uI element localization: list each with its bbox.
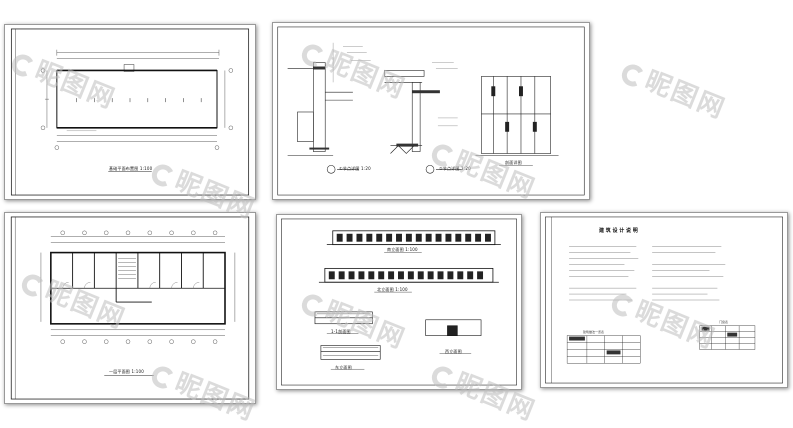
watermark: 昵图网: [617, 51, 732, 126]
sheet-details[interactable]: ①节点详图 1:20 ②节点详图 1:20 剖面详图: [272, 22, 590, 200]
elevation-a-caption: 南立面图 1:100: [387, 247, 418, 252]
elevation-d-caption: 东立面图: [335, 365, 352, 370]
detail-b-caption: ②节点详图 1:20: [439, 166, 471, 171]
foundation-plan-caption: 基础平面布置图 1:100: [109, 166, 153, 171]
table-a-title: 建筑做法一览表: [583, 330, 605, 334]
elevations-drawing: [281, 218, 517, 386]
details-drawing: [277, 26, 585, 196]
detail-a-caption: ①节点详图 1:20: [339, 166, 371, 171]
elevation-e-caption: 西立面图: [445, 349, 462, 354]
design-notes-drawing: [545, 216, 783, 384]
floor-plan-caption: 一层平面图 1:100: [109, 369, 144, 374]
watermark-text: 昵图网: [640, 65, 730, 126]
floor-plan-drawing: [10, 216, 250, 400]
elevation-c-caption: 1-1剖面图: [331, 329, 351, 334]
sheet-design-notes[interactable]: 建 筑 设 计 说 明 建筑做法一览表 门窗表: [540, 212, 788, 388]
sheet-elevations[interactable]: 南立面图 1:100 北立面图 1:100 1-1剖面图 东立面图 西立面图: [276, 214, 522, 390]
sheet-floor-plan[interactable]: 一层平面图 1:100: [4, 212, 256, 404]
foundation-plan-drawing: [10, 28, 250, 196]
table-b-title: 门窗表: [719, 320, 729, 324]
sheet-foundation-plan[interactable]: 基础平面布置图 1:100: [4, 24, 256, 200]
design-notes-title: 建 筑 设 计 说 明: [599, 228, 638, 234]
watermark-logo-icon: [618, 60, 648, 90]
detail-c-caption: 剖面详图: [505, 160, 522, 165]
elevation-b-caption: 北立面图 1:100: [377, 287, 408, 292]
